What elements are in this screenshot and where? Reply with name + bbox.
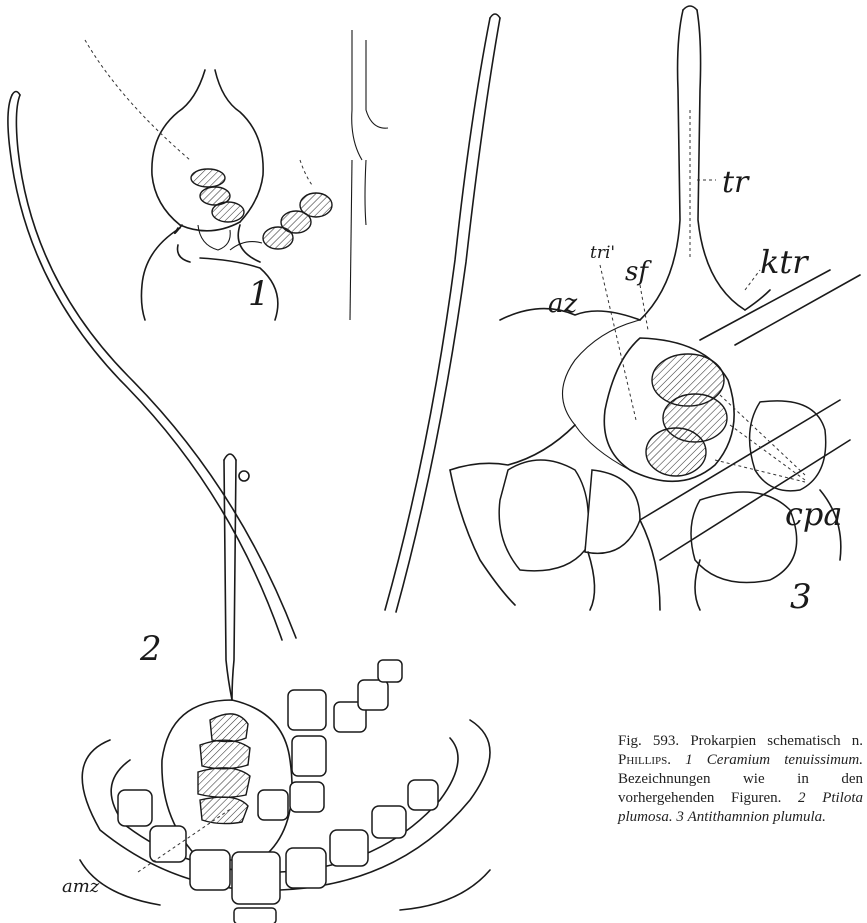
caption-num-2: 2 [798, 790, 806, 806]
panel-2-number: 2 [139, 629, 162, 669]
panel-1-number: 1 [248, 274, 270, 314]
panel-3-drawing: tr tri' sf ktr az cpa 3 [450, 6, 860, 617]
caption-author: Phillips. [618, 752, 671, 768]
panel-1-drawing: 1 [85, 30, 388, 320]
label-az: az [548, 289, 578, 319]
label-amz: amz [62, 876, 100, 897]
caption-num-3: 3 [676, 809, 684, 825]
caption-species-3: Antithamnion plumula. [688, 809, 826, 825]
label-tri: tri' [590, 243, 615, 263]
caption-text-1: Prokarpien schematisch n. [690, 733, 863, 749]
caption-num-1: 1 [685, 752, 693, 768]
caption-species-1: Ceramium tenuissimum. [707, 752, 863, 768]
panel-2-drawing: 2 amz [8, 14, 500, 923]
label-ktr: ktr [760, 243, 809, 281]
panel-3-number: 3 [790, 577, 812, 617]
label-cpa: cpa [785, 495, 842, 533]
label-tr: tr [722, 165, 750, 200]
label-sf: sf [625, 257, 652, 287]
figure-caption: Fig. 593. Prokarpien schematisch n. Phil… [618, 732, 863, 827]
caption-fig-number: Fig. 593. [618, 733, 679, 749]
